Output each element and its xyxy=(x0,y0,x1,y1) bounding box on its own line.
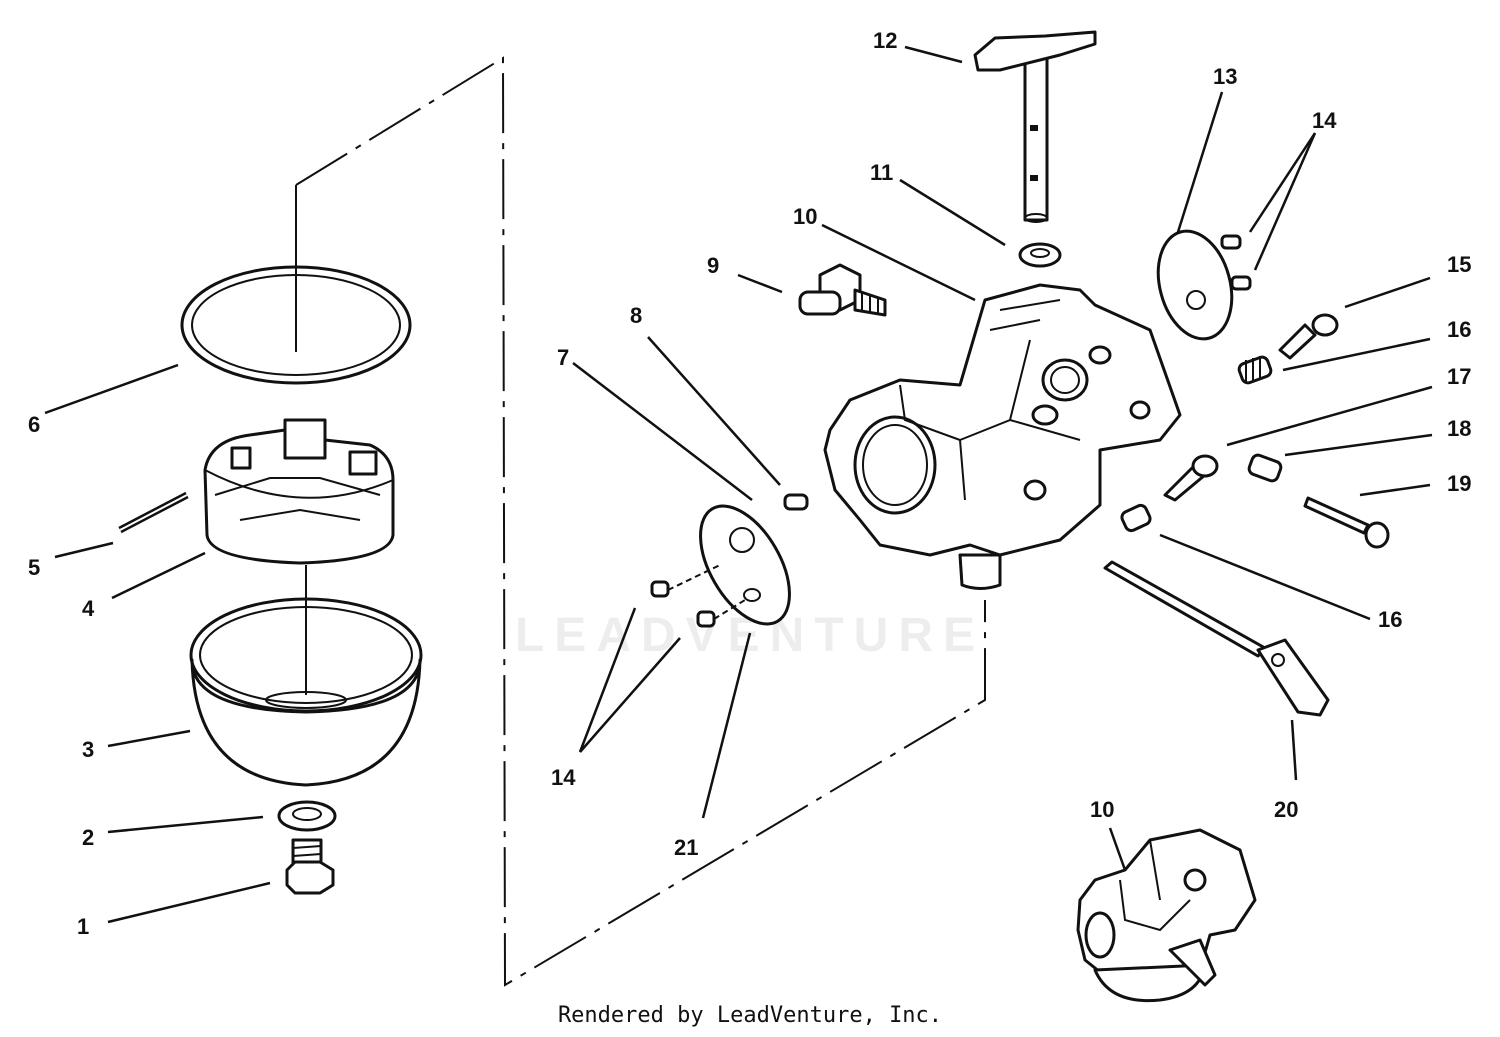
part-20-choke-shaft xyxy=(1103,560,1330,717)
callout-12: 12 xyxy=(873,28,897,53)
part-10-carburetor-body xyxy=(823,283,1182,590)
callout-8: 8 xyxy=(630,303,642,328)
callout-3: 3 xyxy=(82,737,94,762)
part-16-spring-upper xyxy=(1237,355,1273,385)
callout-11: 11 xyxy=(870,160,893,185)
part-15-screw xyxy=(1278,313,1339,360)
callout-19: 19 xyxy=(1447,471,1471,496)
callout-9: 9 xyxy=(707,253,719,278)
callout-4: 4 xyxy=(82,596,95,621)
part-16-spring-lower xyxy=(1120,503,1152,533)
part-10-inset-carburetor xyxy=(1076,828,1257,1003)
callout-7: 7 xyxy=(557,345,569,370)
callout-10-inset: 10 xyxy=(1090,797,1114,822)
part-12-shaft xyxy=(973,30,1097,223)
callout-16-lower: 16 xyxy=(1378,607,1402,632)
part-8-small-spring xyxy=(783,493,809,511)
callout-14-upper: 14 xyxy=(1312,108,1337,133)
part-21-gasket xyxy=(699,504,791,626)
leader-lines xyxy=(44,45,1433,924)
part-1-bolt xyxy=(285,838,335,895)
part-13-cover-plate xyxy=(1156,229,1234,341)
part-14-screws-upper xyxy=(1220,234,1252,291)
part-2-washer xyxy=(277,800,337,832)
part-5-pin xyxy=(118,491,189,534)
callout-1: 1 xyxy=(77,914,89,939)
callout-17: 17 xyxy=(1447,364,1471,389)
part-17-needle-screw xyxy=(1163,454,1219,502)
part-11-washer xyxy=(1018,242,1062,268)
part-18-spring xyxy=(1247,453,1283,483)
assembly-dash-line xyxy=(295,56,986,987)
callout-13: 13 xyxy=(1213,64,1237,89)
part-19-bolt xyxy=(1303,496,1390,549)
callout-20: 20 xyxy=(1274,797,1298,822)
callout-5: 5 xyxy=(28,555,40,580)
callout-16-upper: 16 xyxy=(1447,317,1471,342)
part-14-screws-lower xyxy=(650,564,746,628)
callout-2: 2 xyxy=(82,825,94,850)
callout-15: 15 xyxy=(1447,252,1471,277)
part-6-oring xyxy=(180,185,412,385)
callout-labels: 1 2 3 4 5 6 7 8 9 10 11 12 13 14 15 16 1… xyxy=(28,28,1471,939)
part-9-fitting xyxy=(798,263,887,317)
part-4-float xyxy=(203,418,395,565)
callout-6: 6 xyxy=(28,412,40,437)
callout-10: 10 xyxy=(793,204,817,229)
callout-21: 21 xyxy=(674,835,698,860)
callout-14-lower: 14 xyxy=(551,765,576,790)
part-3-float-bowl xyxy=(189,565,423,787)
credit-text: Rendered by LeadVenture, Inc. xyxy=(557,1003,943,1028)
callout-18: 18 xyxy=(1447,416,1471,441)
